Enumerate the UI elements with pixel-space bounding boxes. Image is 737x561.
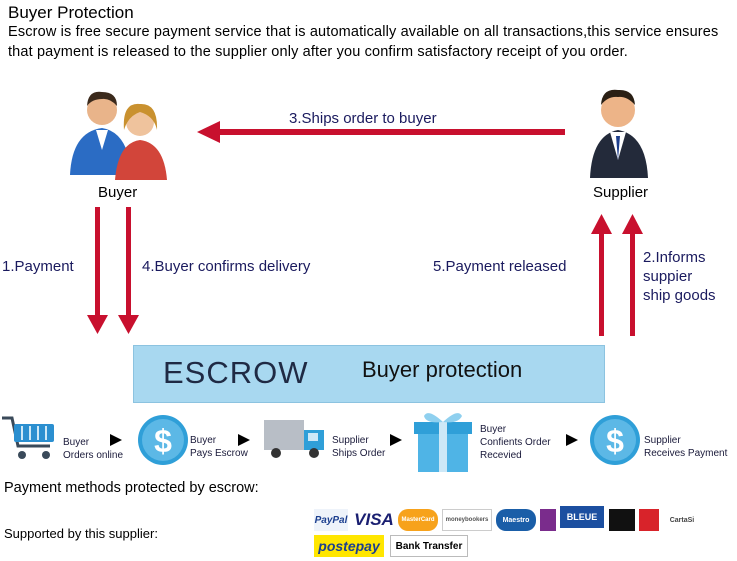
buyer-icon xyxy=(70,91,167,180)
escrow-tagline: Buyer protection xyxy=(362,357,523,382)
process-step-label: Buyer Confients Order Recevied xyxy=(480,424,551,461)
escrow-brand: ESCROW xyxy=(163,355,309,390)
arrow-ships-order xyxy=(197,121,565,143)
step-payment-released: 5.Payment released xyxy=(433,258,567,275)
delivery-truck-icon xyxy=(264,420,324,458)
arrow-informs-supplier xyxy=(622,214,643,336)
escrow-banner xyxy=(133,345,605,403)
step-informs-supplier: 2.Informs suppier ship goods xyxy=(643,249,716,304)
step-ships-order: 3.Ships order to buyer xyxy=(289,110,437,127)
paypal-logo: PayPal xyxy=(314,509,348,531)
process-step-label: Supplier Receives Payment xyxy=(644,435,728,459)
next-arrow-icon xyxy=(238,434,250,446)
gift-box-icon xyxy=(414,413,472,472)
shopping-cart-icon xyxy=(2,416,54,459)
svg-text:$: $ xyxy=(154,423,172,459)
card-logo xyxy=(540,509,556,531)
moneybookers-logo: moneybookers xyxy=(442,509,492,531)
buyer-label: Buyer xyxy=(98,184,138,201)
dollar-coin-icon: $ xyxy=(590,415,640,465)
arrow-payment-released xyxy=(591,214,612,336)
maestro-logo: Maestro xyxy=(496,509,536,531)
carte-bleue-logo: BLEUE xyxy=(560,506,604,528)
page-title: Buyer Protection xyxy=(8,3,134,22)
postepay-logo: postepay xyxy=(314,535,384,557)
process-step-label: Supplier Ships Order xyxy=(332,435,386,459)
mastercard-logo: MasterCard xyxy=(398,509,438,531)
arrow-confirm-delivery xyxy=(118,207,139,334)
process-step-label: Buyer Pays Escrow xyxy=(190,435,248,459)
bank-transfer-logo: Bank Transfer xyxy=(390,535,468,557)
payment-methods-title: Payment methods protected by escrow: xyxy=(4,480,259,496)
page-description: Escrow is free secure payment service th… xyxy=(8,24,719,60)
supplier-icon xyxy=(590,89,648,178)
arrow-payment xyxy=(87,207,108,334)
visa-logo: VISA xyxy=(352,509,396,531)
dollar-coin-icon: $ xyxy=(138,415,188,465)
next-arrow-icon xyxy=(566,434,578,446)
supplier-label: Supplier xyxy=(593,184,649,201)
step-confirm-delivery: 4.Buyer confirms delivery xyxy=(142,258,311,275)
svg-text:$: $ xyxy=(606,423,624,459)
card-logo xyxy=(609,509,635,531)
process-step-label: Buyer Orders online xyxy=(63,437,124,461)
next-arrow-icon xyxy=(110,434,122,446)
supported-label: Supported by this supplier: xyxy=(4,526,158,541)
next-arrow-icon xyxy=(390,434,402,446)
cartasi-logo: CartaSi xyxy=(663,509,701,531)
step-payment: 1.Payment xyxy=(2,258,74,275)
card-logo xyxy=(639,509,659,531)
